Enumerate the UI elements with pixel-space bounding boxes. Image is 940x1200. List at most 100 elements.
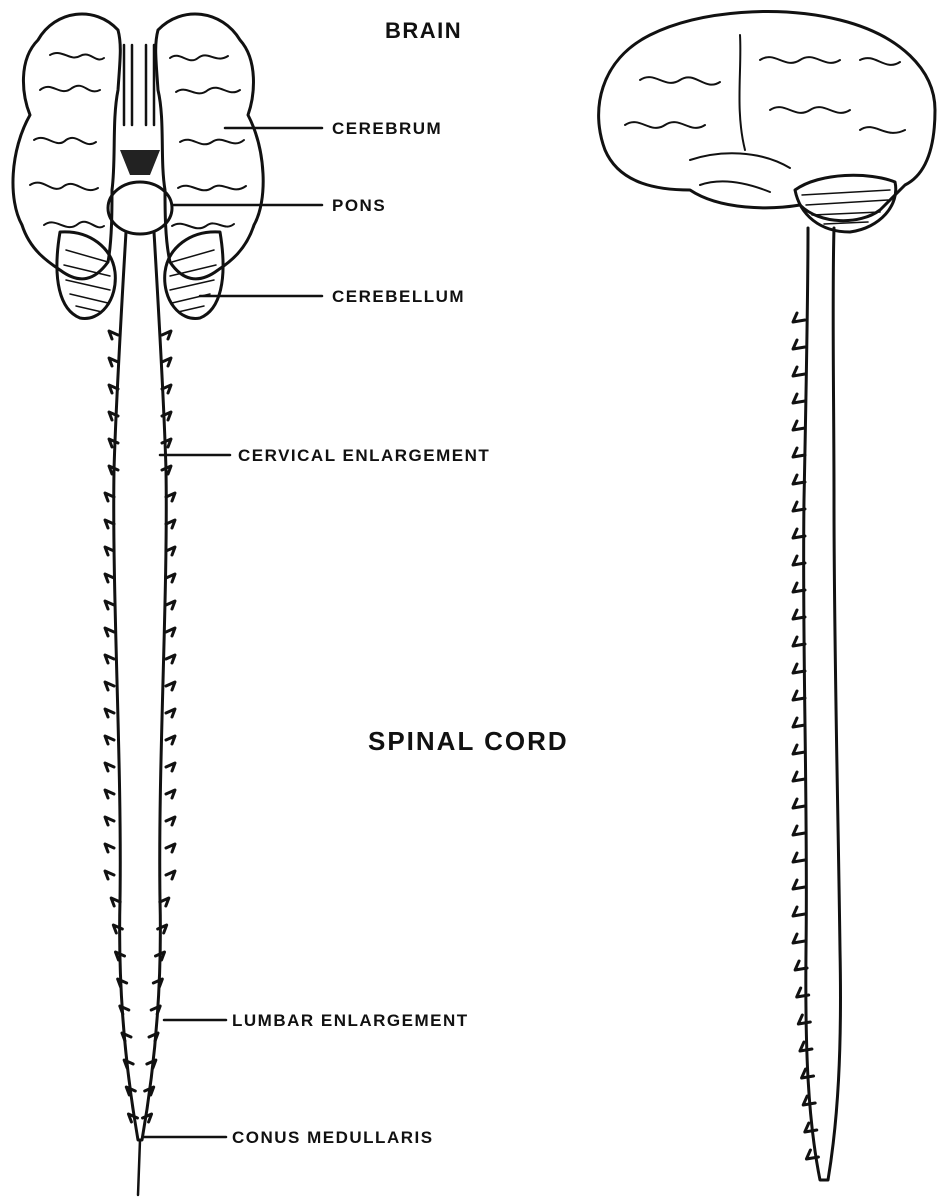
nerve-root <box>791 770 807 783</box>
nerve-root <box>803 1121 819 1134</box>
nerve-root <box>103 572 116 584</box>
nerve-root <box>103 761 116 773</box>
nerve-root <box>103 680 116 692</box>
nerve-root <box>791 527 807 540</box>
nerve-root <box>149 1004 162 1016</box>
nerve-root <box>164 788 177 800</box>
nerve-root <box>164 815 177 827</box>
nerve-root <box>798 1040 814 1053</box>
spinal-cord-lateral <box>802 226 842 1182</box>
nerve-root <box>107 437 120 449</box>
right-cerebral-hemisphere <box>154 12 265 281</box>
brain-title: BRAIN <box>385 18 462 43</box>
leader-lines <box>142 126 324 1139</box>
nerve-root <box>103 842 116 854</box>
nerve-root <box>791 365 807 378</box>
nerve-root <box>801 1094 817 1107</box>
nerve-root <box>164 518 177 530</box>
nerve-root <box>804 1148 820 1161</box>
nerve-root <box>116 977 129 989</box>
nerve-root <box>107 329 120 341</box>
spinal-cord-front <box>112 230 168 1142</box>
nerve-root <box>118 1004 131 1016</box>
nerve-root <box>103 491 116 503</box>
nerve-root <box>103 518 116 530</box>
nerve-root <box>103 545 116 557</box>
cerebellum-structure <box>55 230 225 320</box>
nerve-root <box>791 473 807 486</box>
nerve-root <box>791 446 807 459</box>
spinal-cord-label: SPINAL CORD <box>368 726 569 756</box>
nerve-root <box>791 662 807 675</box>
nerve-root <box>791 905 807 918</box>
nerve-root <box>160 410 173 422</box>
nerve-root <box>103 599 116 611</box>
nerve-root <box>103 815 116 827</box>
nerve-root <box>791 743 807 756</box>
filum-terminale <box>136 1138 142 1197</box>
nerve-root <box>111 923 124 935</box>
nerve-root <box>791 392 807 405</box>
nerve-root <box>791 554 807 567</box>
lateral-cerebellum <box>793 173 898 234</box>
nerve-root <box>791 824 807 837</box>
label-cervical-enlargement: CERVICAL ENLARGEMENT <box>238 446 490 465</box>
gyri-lines <box>29 52 247 230</box>
nerve-root <box>791 689 807 702</box>
nerve-root <box>107 383 120 395</box>
nerve-root <box>126 1112 139 1124</box>
nerve-root <box>113 950 126 962</box>
nerve-root <box>103 869 116 881</box>
nerve-root <box>791 851 807 864</box>
label-cerebrum: CEREBRUM <box>332 119 442 138</box>
nerve-root <box>103 707 116 719</box>
nerve-root <box>109 896 122 908</box>
nerve-root <box>160 383 173 395</box>
nerve-root <box>791 311 807 324</box>
nerve-root <box>158 896 171 908</box>
nerve-root <box>164 653 177 665</box>
spinal-nerves-front <box>103 329 177 1124</box>
nerve-root <box>164 734 177 746</box>
nerve-root <box>143 1085 156 1097</box>
nerve-root <box>164 626 177 638</box>
nerve-root <box>107 464 120 476</box>
nerve-root <box>103 734 116 746</box>
nerve-root <box>103 653 116 665</box>
nerve-root <box>795 986 811 999</box>
nerve-root <box>151 977 164 989</box>
nerve-root <box>107 356 120 368</box>
lateral-view <box>597 10 937 1182</box>
olfactory-tracts <box>122 43 156 127</box>
nerve-root <box>164 869 177 881</box>
nerve-root <box>791 338 807 351</box>
nerve-root <box>164 761 177 773</box>
lateral-brain <box>597 10 937 223</box>
nerve-root <box>796 1013 812 1026</box>
nerve-root <box>147 1031 160 1043</box>
nerve-root <box>791 878 807 891</box>
nerve-root <box>164 707 177 719</box>
label-conus-medullaris: CONUS MEDULLARIS <box>232 1128 434 1147</box>
nerve-root <box>164 545 177 557</box>
pons-structure <box>106 180 174 236</box>
nerve-root <box>164 491 177 503</box>
nerve-root <box>122 1058 135 1070</box>
nerve-root <box>791 581 807 594</box>
nerve-root <box>800 1067 816 1080</box>
nerve-root <box>791 932 807 945</box>
nerve-root <box>145 1058 158 1070</box>
spinal-nerves-lateral <box>791 311 820 1161</box>
nerve-root <box>124 1085 137 1097</box>
left-cerebral-hemisphere <box>11 12 122 281</box>
nerve-root <box>160 356 173 368</box>
nerve-root <box>793 959 809 972</box>
optic-chiasm <box>120 150 160 175</box>
nerve-root <box>103 788 116 800</box>
nerve-root <box>164 680 177 692</box>
ventral-view <box>11 12 265 1197</box>
nerve-root <box>107 410 120 422</box>
nerve-root <box>120 1031 133 1043</box>
label-lumbar-enlargement: LUMBAR ENLARGEMENT <box>232 1011 469 1030</box>
nerve-root <box>791 716 807 729</box>
